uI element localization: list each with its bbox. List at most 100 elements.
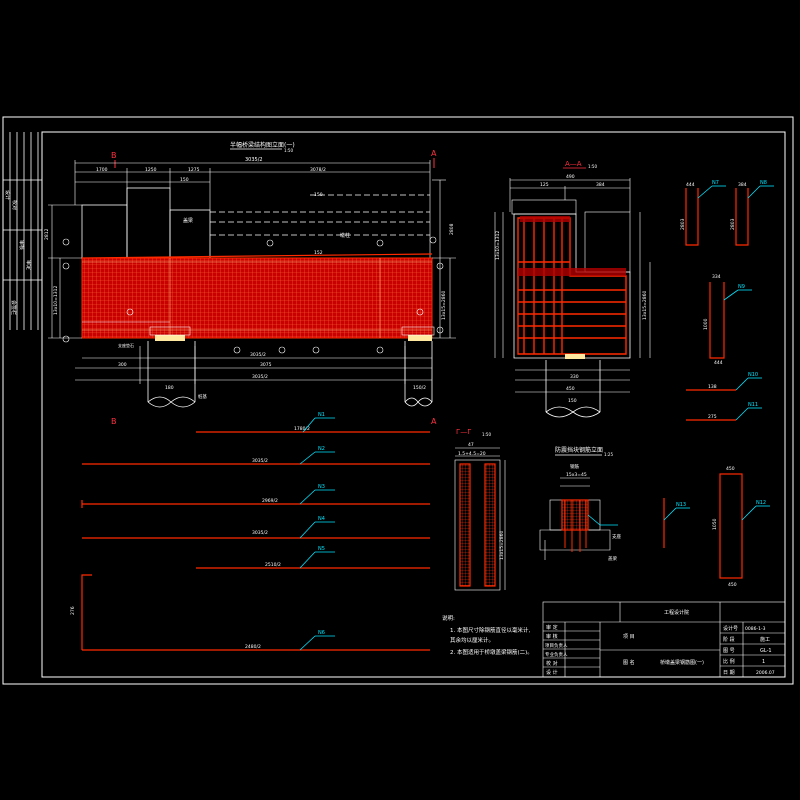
- aa-pile: [545, 360, 601, 418]
- tb-r-value-4: 1: [762, 659, 765, 665]
- detail-label: 支座: [612, 533, 621, 540]
- shape-6-dim-b: 450: [728, 582, 737, 588]
- aa-dim-top: 490: [566, 174, 575, 180]
- rebar-5-length: 2510/2: [265, 562, 281, 568]
- aa-dim-bot: 330: [570, 374, 579, 380]
- dim-bottom-d4: 3075: [260, 362, 272, 368]
- mark-a: A: [431, 149, 437, 158]
- shape-5-dim: 275: [708, 414, 717, 420]
- dim-upper-right: 150: [314, 192, 323, 198]
- tb-row-4: 专业负责人: [545, 651, 568, 658]
- rebar-shapes-right: 444 384 334 444 138 275 450 450 2803 280…: [663, 180, 774, 588]
- detail-sub: 钢筋: [570, 463, 579, 470]
- rebar-5-mark: N5: [318, 546, 325, 552]
- notes-line1b: 其余均以厘米计。: [450, 636, 494, 644]
- section-aa-label: A—A: [565, 160, 582, 168]
- aa-pile-dim: 150: [568, 398, 577, 404]
- dim-d1: 150: [180, 177, 189, 183]
- tb-r-value-2: 施工: [760, 636, 770, 643]
- tb-r-label-5: 日 期: [723, 670, 735, 676]
- tb-drawing-label: 图 名: [623, 659, 635, 666]
- bearing-pad-left: [155, 335, 185, 341]
- tb-r-label-4: 比 例: [723, 658, 735, 665]
- signature-labels: 设计 校对 审核 审定 会签栏: [4, 190, 32, 315]
- rebar-2-mark: N2: [318, 446, 325, 452]
- tb-row-6: 设 计: [546, 669, 558, 676]
- notes-line1: 1. 本图尺寸除钢筋直径以毫米计,: [450, 626, 530, 634]
- dim-upper-mid: 152: [314, 250, 323, 256]
- shape-6-v: 1050: [712, 518, 718, 530]
- rebar-6-length: 2480/2: [245, 644, 261, 650]
- tb-r-value-3: GL-1: [760, 648, 772, 654]
- aa-dim-top3: 384: [596, 182, 605, 188]
- dim-bottom-d2b: 3035/2: [252, 374, 268, 380]
- rebar-3-length: 2969/2: [262, 498, 278, 504]
- main-scale: 1:50: [284, 148, 293, 153]
- shape-3-v: 1000: [703, 318, 709, 330]
- balloons: [62, 236, 444, 354]
- dim-right-v1: 2808: [449, 223, 455, 235]
- aa-body-outline: [513, 213, 631, 359]
- detail-dim: 15x3=45: [566, 472, 587, 478]
- aa-dim-right: 13x15=2860: [642, 291, 648, 320]
- tb-row-2: 审 核: [546, 633, 558, 640]
- shape-2-mark: N8: [760, 180, 767, 186]
- section-aa-scale: 1:50: [588, 164, 597, 169]
- shape-4-mark: N10: [748, 372, 758, 378]
- dim-bottom-center: 180: [165, 385, 174, 391]
- signature-strip: [3, 132, 42, 330]
- shape-2-dim: 384: [738, 182, 747, 188]
- gg-dim-top: 47: [468, 442, 474, 448]
- detail-title: 防震挡块钢筋立面: [555, 446, 603, 454]
- tb-r-label-3: 图 号: [723, 648, 735, 654]
- dim-left-v2: 13x10=1312: [53, 286, 59, 315]
- strip-label-5: 会签栏: [10, 300, 17, 315]
- section-gg-scale: 1:50: [482, 432, 491, 437]
- shape-6-mark: N12: [756, 500, 766, 506]
- bearing-pad-right: [408, 335, 432, 341]
- shock-block-detail: 防震挡块钢筋立面 1:25 钢筋 15x3=45 支座 盖梁: [539, 446, 621, 562]
- rebar-4-length: 3035/2: [252, 530, 268, 536]
- shape-2-v: 2803: [730, 218, 736, 230]
- tb-drawing-name: 桥墩盖梁钢筋图(一): [660, 659, 704, 666]
- shape-3-mark: N9: [738, 284, 745, 290]
- label-cap: 盖梁: [183, 217, 193, 224]
- shape-1-v: 2803: [680, 218, 686, 230]
- shape-7-mark: N13: [676, 502, 686, 508]
- aa-dim-top2: 125: [540, 182, 549, 188]
- dim-left-a: 1700: [96, 167, 108, 173]
- dim-left-c: 1275: [188, 167, 200, 173]
- rebar-callouts: [299, 417, 335, 651]
- tb-r-label-1: 设计号: [723, 625, 738, 632]
- rebar-2-length: 3035/2: [252, 458, 268, 464]
- rebar-4-mark: N4: [318, 516, 325, 522]
- mark-b: B: [111, 151, 117, 160]
- rebar-schedule: B A 1780/2 3035/2 2969/2 3035/2 2510/2 2…: [70, 412, 437, 651]
- shape-callouts: [663, 185, 774, 521]
- detail-label2: 盖梁: [608, 555, 617, 562]
- tb-row-5: 校 对: [546, 660, 558, 667]
- dim-bottom-d1: 300: [118, 362, 127, 368]
- rebar-hook-dim: 276: [70, 606, 76, 615]
- tb-org: 工程设计院: [664, 609, 689, 616]
- rebar-6-mark: N6: [318, 630, 325, 636]
- shape-6-dim: 450: [726, 466, 735, 472]
- pile-right: [404, 341, 433, 407]
- strip-label-3: 审核: [18, 240, 25, 250]
- rebar-1-length: 1780/2: [294, 426, 310, 432]
- pile-left: [147, 341, 196, 408]
- inner-frame: [41, 131, 786, 678]
- mark-a2: A: [431, 417, 437, 426]
- tb-r-label-2: 阶 段: [723, 636, 735, 643]
- dim-left-v1: 2812: [44, 228, 50, 240]
- mark-b2: B: [111, 417, 117, 426]
- shape-1-mark: N7: [712, 180, 719, 186]
- notes: 说明: 1. 本图尺寸除钢筋直径以毫米计, 其余均以厘米计。 2. 本图适用于桥…: [442, 614, 533, 656]
- shape-3-dim: 334: [712, 274, 721, 280]
- section-gg: Г—Г 1:50 47 1.5+4.5=20 13x15=2860: [454, 428, 506, 591]
- aa-rebar-cage: [517, 217, 627, 355]
- label-pad: 支座垫石: [118, 342, 134, 348]
- tb-r-value-5: 2006.07: [756, 670, 775, 676]
- tb-row-3: 项目负责人: [545, 642, 568, 649]
